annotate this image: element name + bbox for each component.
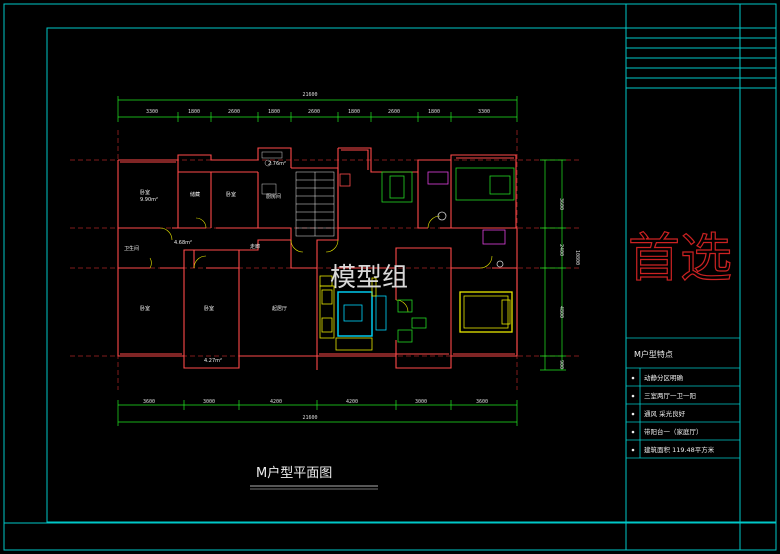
walls	[117, 147, 518, 370]
legend-table	[626, 337, 740, 459]
dim-top-5: 2600	[308, 109, 320, 115]
dim-right-total: 10800	[574, 250, 580, 265]
dim-right-2: 2400	[558, 244, 564, 256]
room-storage: 储藏	[190, 191, 200, 198]
dim-top-9: 3300	[478, 109, 490, 115]
dim-top-2: 1800	[188, 109, 200, 115]
dim-top-7: 2600	[388, 109, 400, 115]
drawing-title-text: M户型平面图	[256, 465, 332, 481]
legend-header: M户型特点	[634, 349, 673, 359]
room-bath-small: 卫生间	[124, 245, 139, 252]
dimension-labels: 21600 3300 1800 2600 1800 2600 1800 2600…	[143, 92, 580, 421]
dim-top-1: 3300	[146, 109, 158, 115]
dim-bottom-6: 3600	[476, 399, 488, 405]
legend-item-5: 建筑面积 119.48平方米	[644, 445, 715, 454]
dim-bottom-3: 4200	[270, 399, 282, 405]
dim-bottom-1: 3600	[143, 399, 155, 405]
dim-top-8: 1800	[428, 109, 440, 115]
dim-bottom-total: 21600	[302, 415, 317, 421]
room-bedroom-mid: 卧室	[226, 191, 236, 198]
drawing-title: M户型平面图	[250, 465, 378, 490]
axis-lines	[70, 130, 580, 390]
room-living: 起居厅	[272, 306, 287, 312]
room-top-small: 2.76m²	[268, 161, 286, 167]
legend-item-4: 带阳台一（家庭厅）	[644, 427, 703, 436]
dim-right-3: 4800	[558, 306, 564, 318]
watermark-text: 模型组	[330, 263, 408, 293]
dim-top-3: 2600	[228, 109, 240, 115]
room-labels: 卧室 9.90m² 储藏 卧室 厨房间 卫生间 4.68m² 走廊 卧室 卧室 …	[124, 161, 287, 364]
staircase	[295, 171, 335, 237]
doors	[149, 215, 493, 313]
dim-bottom-4: 4200	[346, 399, 358, 405]
dim-top-4: 1800	[268, 109, 280, 115]
legend-bullets	[631, 376, 635, 452]
room-bedroom-top-area: 9.90m²	[140, 197, 158, 203]
dimension-lines	[117, 96, 566, 426]
room-kitchen: 厨房间	[266, 193, 281, 200]
stamp-text: 首选	[628, 229, 732, 289]
dim-bottom-2: 3000	[203, 399, 215, 405]
dim-right-4: 900	[558, 360, 564, 369]
room-bedroom-top: 卧室	[140, 189, 150, 196]
room-balcony: 4.27m²	[204, 358, 222, 364]
room-bedroom-bl: 卧室	[140, 305, 150, 312]
right-furniture	[319, 167, 515, 351]
dim-top-6: 1800	[348, 109, 360, 115]
legend-item-3: 通风 采光良好	[644, 409, 686, 418]
room-hall: 走廊	[250, 243, 260, 250]
dim-bottom-5: 3000	[415, 399, 427, 405]
legend-item-1: 动静分区明确	[644, 373, 684, 382]
left-fixtures	[261, 151, 283, 195]
room-corridor: 4.68m²	[174, 240, 192, 246]
legend-item-2: 三室两厅一卫一阳	[644, 391, 696, 400]
sheet-frame	[3, 3, 777, 551]
dim-right-1: 3600	[558, 198, 564, 210]
dim-top-total: 21600	[302, 92, 317, 98]
room-bedroom-bc: 卧室	[204, 305, 214, 312]
